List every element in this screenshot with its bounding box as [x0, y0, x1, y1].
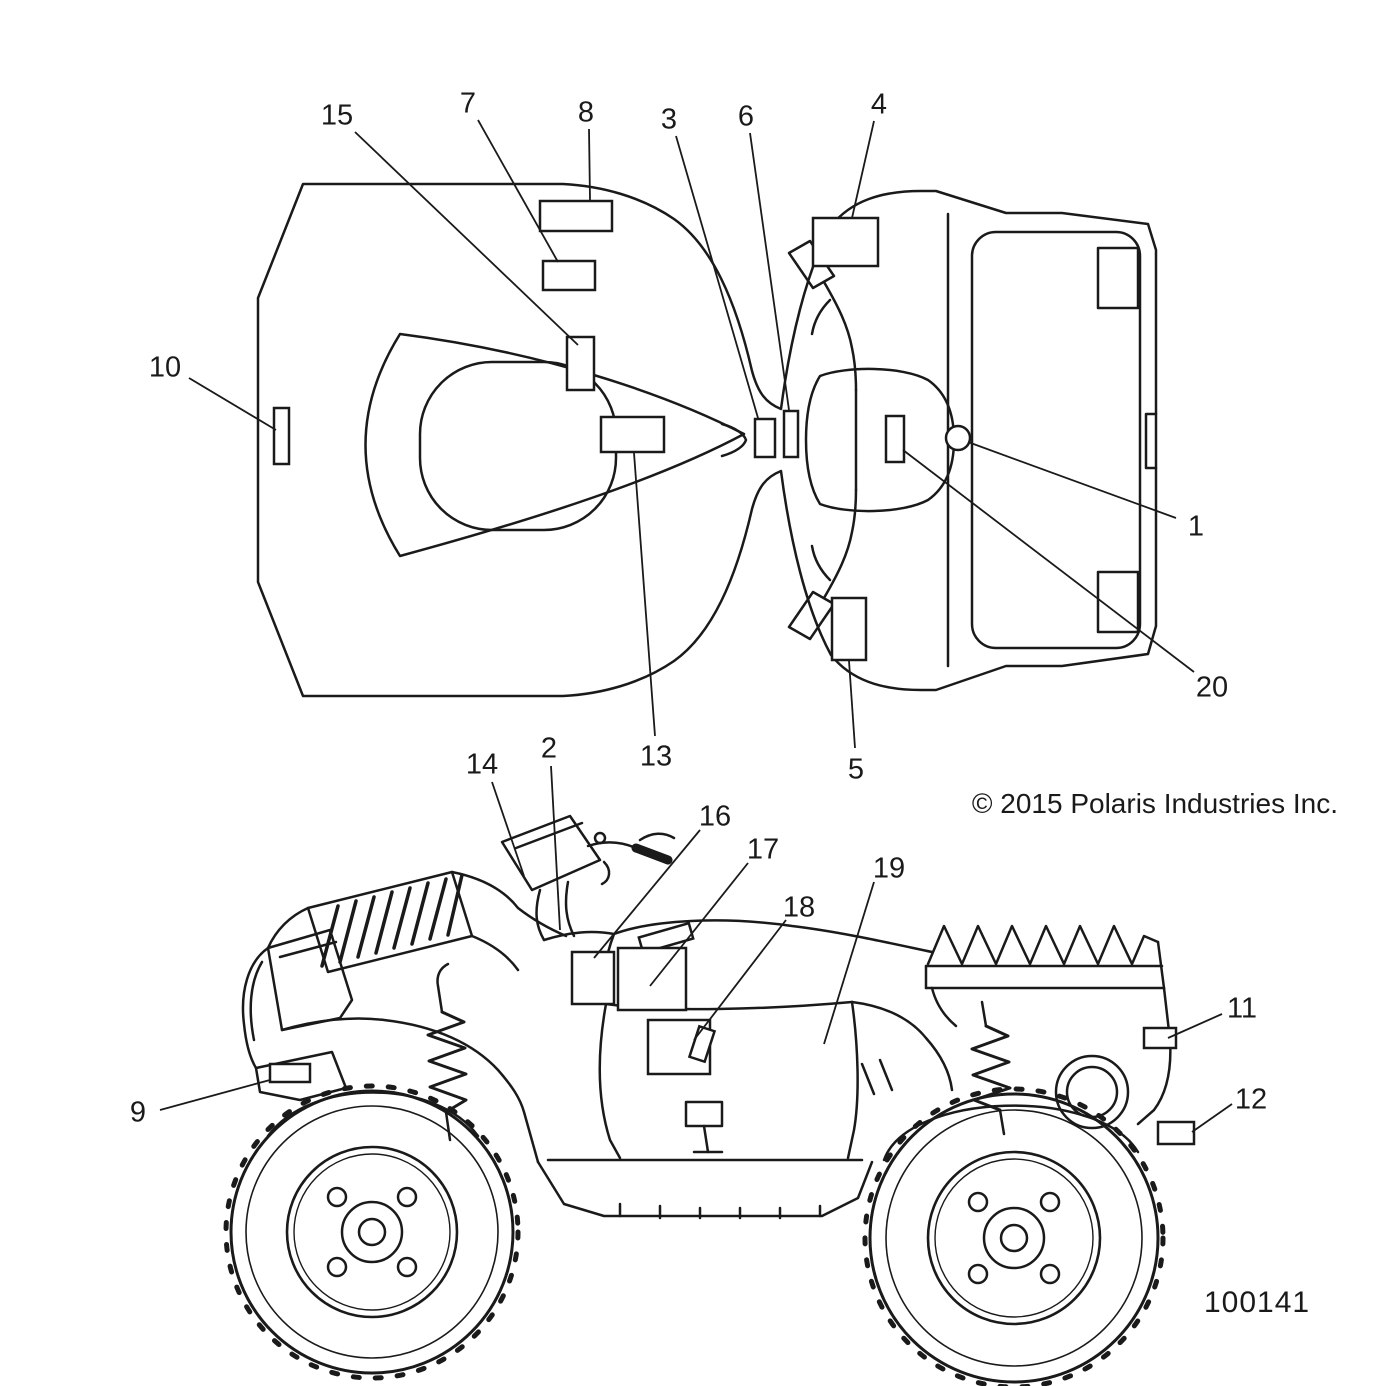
- handlebar-tube-right: [822, 488, 858, 600]
- top-view-body-outline: [256, 182, 1158, 698]
- leader-2: [550, 765, 561, 931]
- rear-shock-spring: [970, 1000, 1012, 1136]
- rear-fender: [850, 986, 1172, 1162]
- callout-16: 16: [698, 800, 732, 833]
- cowl-line: [470, 934, 520, 972]
- rear-rack: [924, 924, 1166, 990]
- top-view-seat: [804, 367, 956, 513]
- decal-3: [753, 417, 777, 459]
- front-shock-spring: [426, 962, 468, 1142]
- decal-5: [830, 596, 868, 662]
- leader-4: [851, 120, 875, 219]
- leader-9: [159, 1079, 271, 1111]
- leader-8: [588, 128, 591, 201]
- callout-18: 18: [782, 891, 816, 924]
- callout-12: 12: [1234, 1083, 1268, 1116]
- front-edge-notch: [1144, 412, 1158, 470]
- leader-6: [749, 132, 790, 411]
- brake-lever-right: [810, 544, 832, 582]
- front-rack-slot-top: [1096, 246, 1140, 310]
- leader-lines: [159, 119, 1233, 1133]
- part-number: 100141: [1204, 1286, 1311, 1319]
- leader-13: [633, 452, 656, 737]
- front-fascia: [241, 906, 354, 1102]
- leader-1: [967, 441, 1177, 519]
- leader-16: [593, 829, 701, 959]
- front-wheel: [223, 1083, 521, 1381]
- decal-7: [541, 259, 597, 292]
- decal-6: [782, 409, 800, 459]
- decal-18: [646, 1018, 712, 1076]
- callout-14: 14: [465, 748, 499, 781]
- top-view-hood-tip: [720, 422, 748, 458]
- callout-3: 3: [660, 103, 678, 136]
- callout-17: 17: [746, 833, 780, 866]
- callout-7: 7: [459, 87, 477, 120]
- callout-9: 9: [129, 1096, 147, 1129]
- leader-7: [477, 119, 559, 263]
- decal-12: [1156, 1120, 1196, 1146]
- front-rack-inner: [970, 230, 1142, 650]
- callout-5: 5: [847, 753, 865, 786]
- muffler-circle: [1054, 1054, 1130, 1130]
- leader-10: [188, 377, 277, 431]
- side-view-decals: [268, 921, 1196, 1146]
- leader-14: [491, 781, 525, 877]
- rear-wheel: [862, 1086, 1166, 1386]
- callout-19: 19: [872, 852, 906, 885]
- top-view-decals: [272, 199, 972, 662]
- decal-8: [538, 199, 614, 233]
- copyright-text: © 2015 Polaris Industries Inc.: [971, 788, 1338, 819]
- decal-seat-front: [637, 921, 695, 955]
- decal-13: [599, 415, 666, 454]
- fuel-cap-circle: [944, 424, 972, 452]
- top-view-hood-contour: [364, 332, 746, 558]
- callout-4: 4: [870, 88, 888, 121]
- handlebar-assembly: [500, 814, 676, 942]
- leader-12: [1191, 1103, 1233, 1133]
- decal-17: [616, 946, 688, 1012]
- leader-17: [649, 862, 749, 987]
- callout-20: 20: [1195, 671, 1229, 704]
- callout-8: 8: [577, 96, 595, 129]
- callout-1: 1: [1187, 510, 1205, 543]
- callout-11: 11: [1226, 992, 1258, 1025]
- decal-20: [884, 414, 906, 464]
- decal-11: [1142, 1026, 1178, 1050]
- decal-15: [565, 335, 596, 392]
- hood-line: [450, 870, 568, 938]
- callout-2: 2: [540, 732, 558, 765]
- front-wheel-well: [266, 1091, 480, 1138]
- decal-10: [272, 406, 291, 466]
- callout-6: 6: [737, 100, 755, 133]
- leader-19: [823, 881, 875, 1045]
- decal-4: [811, 216, 880, 268]
- front-rack: [306, 870, 474, 974]
- front-rack-slot-bottom: [1096, 570, 1140, 634]
- decal-small-side: [687, 1024, 717, 1064]
- handlebar-grip-left: [787, 239, 836, 290]
- leader-11: [1167, 1013, 1223, 1039]
- handlebar-tube-left: [822, 280, 858, 392]
- top-view-drawing: [256, 182, 1158, 698]
- leader-15: [354, 131, 579, 346]
- side-view-drawing: [223, 814, 1172, 1386]
- front-fender: [280, 1017, 540, 1164]
- callout-13: 13: [639, 740, 673, 773]
- footwell: [536, 1000, 874, 1220]
- handlebar-grip-right: [787, 590, 836, 641]
- callout-10: 10: [148, 351, 182, 384]
- decal-9: [268, 1062, 312, 1084]
- leader-18: [693, 919, 787, 1041]
- leader-5: [848, 660, 856, 749]
- decal-16: [570, 950, 616, 1006]
- brake-lever-left: [810, 298, 832, 336]
- leader-20: [902, 449, 1195, 673]
- leader-3: [675, 135, 759, 419]
- callout-15: 15: [320, 99, 354, 132]
